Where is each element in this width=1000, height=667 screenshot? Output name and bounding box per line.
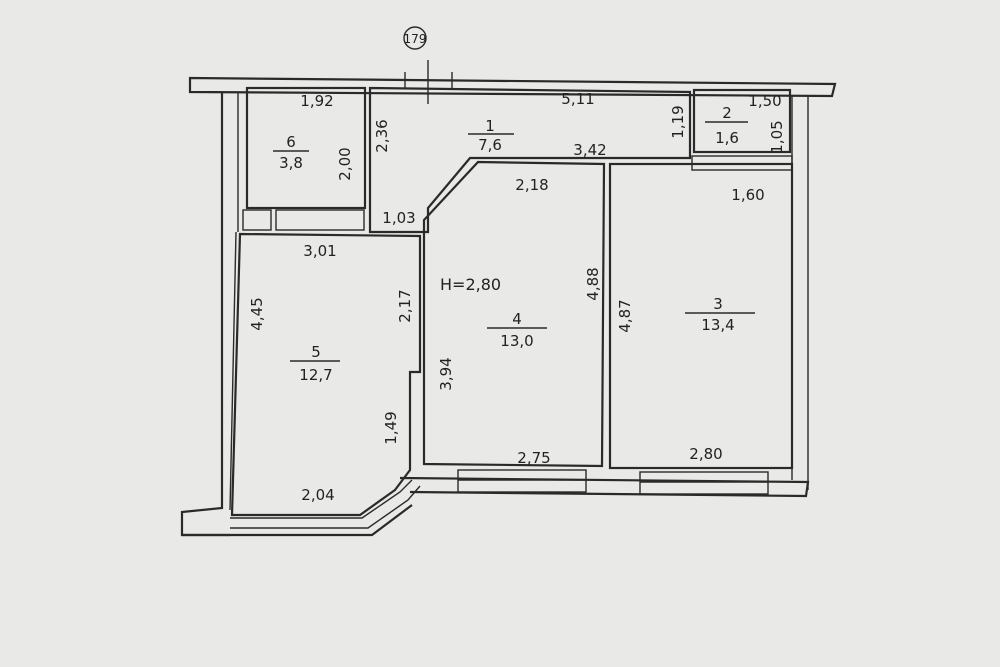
dimension-label: 1,50 (748, 92, 781, 110)
top-exterior-wall (188, 60, 837, 104)
dimension-label: 2,80 (689, 445, 722, 463)
dimension-label: 1,05 (768, 120, 786, 153)
room-area: 3,8 (279, 154, 303, 172)
dimension-label: 1,92 (300, 92, 333, 110)
dimension-label: 2,36 (373, 119, 391, 152)
room-number: 5 (311, 343, 321, 361)
room-5-label: 5 12,7 (290, 343, 340, 384)
room-4-outline (422, 160, 606, 468)
dimension-label: 2,75 (517, 449, 550, 467)
dimension-label: 1,03 (382, 209, 415, 227)
room-area: 1,6 (715, 129, 739, 147)
room-number: 2 (722, 104, 732, 122)
room-area: 13,0 (500, 332, 533, 350)
dimension-label: 2,18 (515, 176, 548, 194)
room-number: 6 (286, 133, 296, 151)
room-4-label: 4 13,0 (487, 310, 547, 350)
room-3-label: 3 13,4 (685, 295, 755, 334)
dimension-label: 3,94 (437, 357, 455, 390)
room-5-outline (182, 232, 422, 537)
room-6-outline (242, 86, 367, 231)
dimension-label: 4,45 (248, 297, 266, 330)
room-1-outline (368, 86, 692, 234)
room-area: 12,7 (299, 366, 332, 384)
room-2-label: 2 1,6 (705, 104, 748, 147)
dimension-label: 2,00 (336, 147, 354, 180)
dimension-label: 1,60 (731, 186, 764, 204)
dimension-label: 2,04 (301, 486, 334, 504)
dimension-label: 1,49 (382, 411, 400, 444)
dimension-label: 1,19 (669, 105, 687, 138)
dimension-label: 3,01 (303, 242, 336, 260)
axis-marker-label: 179 (404, 32, 427, 46)
ceiling-height-label: H=2,80 (440, 275, 501, 294)
axis-marker: 179 (403, 26, 427, 50)
room-number: 4 (512, 310, 522, 328)
left-exterior-wall (180, 92, 239, 537)
room-area: 7,6 (478, 136, 502, 154)
room-1-label: 1 7,6 (468, 117, 514, 154)
room-6-label: 6 3,8 (273, 133, 309, 172)
room-area: 13,4 (701, 316, 734, 334)
bottom-exterior-wall (399, 96, 810, 498)
dimension-label: 3,42 (573, 141, 606, 159)
room-number: 1 (485, 117, 495, 135)
room-number: 3 (713, 295, 723, 313)
dimension-label: 5,11 (561, 90, 594, 108)
dimension-label: 4,87 (616, 299, 634, 332)
dimension-label: 4,88 (584, 267, 602, 300)
dimension-label: 2,17 (396, 289, 414, 322)
